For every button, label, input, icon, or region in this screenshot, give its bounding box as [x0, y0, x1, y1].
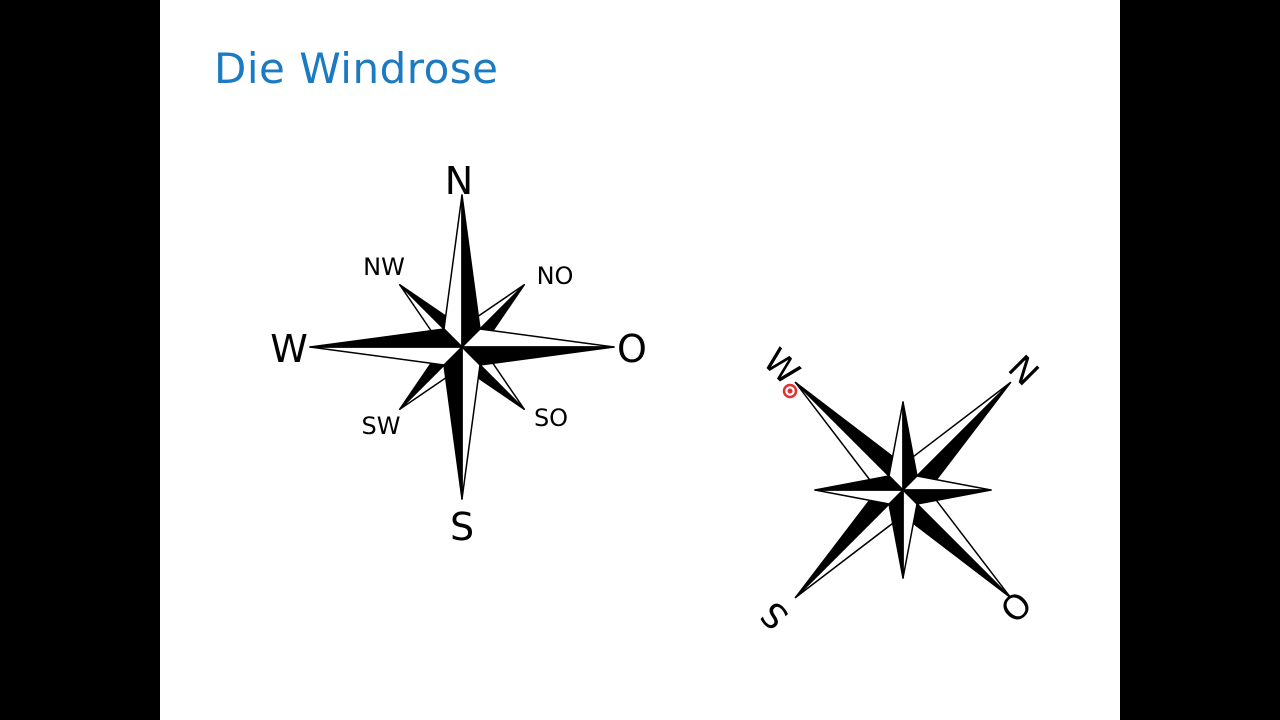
laser-pointer-icon	[782, 383, 798, 399]
label-southwest: SW	[362, 412, 401, 440]
slide: Die Windrose	[160, 0, 1120, 720]
label-east: O	[617, 327, 647, 371]
rotated-label-east: O	[993, 584, 1040, 631]
label-northwest: NW	[363, 253, 405, 281]
label-west: W	[270, 327, 308, 371]
compass-star-rotated	[782, 369, 1024, 611]
compass-rose-rotated: N O S W	[753, 341, 1046, 637]
slide-title: Die Windrose	[214, 44, 499, 93]
rotated-label-south: S	[753, 593, 797, 637]
label-south: S	[450, 505, 474, 549]
label-northeast: NO	[537, 262, 574, 290]
compass-diagram: N O S W NW NO SW SO N O S W	[270, 159, 1046, 637]
label-southeast: SO	[534, 404, 568, 432]
compass-rose-upright: N O S W NW NO SW SO	[270, 159, 647, 549]
compass-star-upright	[310, 195, 614, 499]
label-north: N	[445, 159, 473, 203]
